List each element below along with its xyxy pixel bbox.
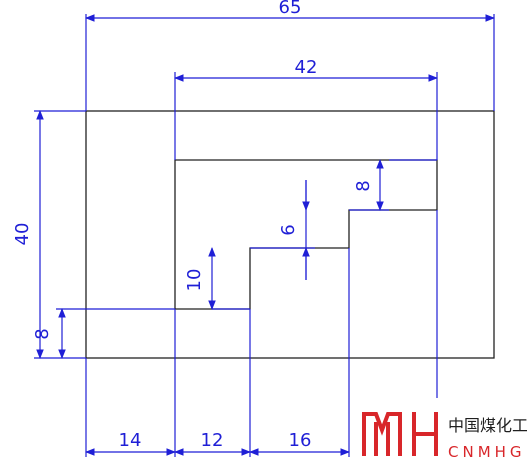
step-bottom-height-label: 10 [184,269,205,292]
horizontal-dimensions: 65 42 14 12 16 [85,0,495,456]
logo-english-text: CNMHG [448,443,526,461]
bottom-dimension-1-label: 14 [119,430,142,451]
bottom-offset-label: 8 [32,328,53,339]
logo-mark-left [362,412,402,456]
logo-mark-right [412,412,438,456]
watermark-logo: 中国煤化工 CNMHG [362,412,527,461]
outer-rectangle [85,110,495,359]
step-middle-height-label: 6 [278,224,299,235]
vertical-dimensions: 40 8 8 6 10 [12,110,384,359]
overall-width-label: 65 [279,0,302,18]
overall-height-label: 40 [12,223,33,246]
inner-width-label: 42 [295,57,318,78]
logo-chinese-text: 中国煤化工 [448,416,527,435]
bottom-dimension-2-label: 12 [201,430,224,451]
step-top-height-label: 8 [353,180,374,191]
bottom-dimension-3-label: 16 [289,430,312,451]
extension-lines [34,14,495,457]
